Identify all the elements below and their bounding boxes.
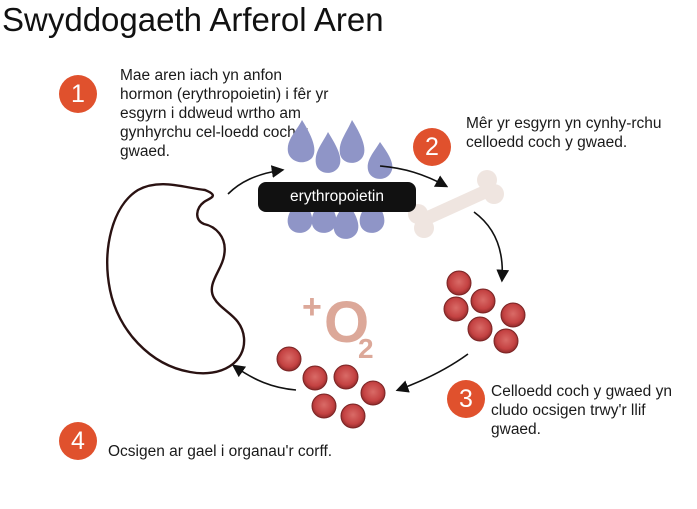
arrow-kidney-to-hormone: [227, 165, 285, 195]
blood-cell-icon: [302, 365, 328, 391]
oxygen-letter: O: [324, 290, 370, 355]
step-1-badge: 1: [59, 75, 97, 113]
blood-cell-icon: [443, 296, 469, 322]
blood-cell-icon: [340, 403, 366, 429]
oxygen-symbol: + O 2: [298, 290, 388, 370]
hormone-drops-icon: [287, 120, 393, 239]
step-2-badge: 2: [413, 128, 451, 166]
arrow-hormone-to-bone: [379, 165, 449, 188]
step-4-badge: 4: [59, 422, 97, 460]
blood-cell-icon: [470, 288, 496, 314]
step-1-text: Mae aren iach yn anfon hormon (erythropo…: [120, 67, 329, 160]
oxygen-plus: +: [302, 288, 322, 326]
blood-cell-icon: [446, 270, 472, 296]
blood-cell-icon: [467, 316, 493, 342]
blood-cell-cluster-left: [276, 346, 386, 429]
bone-icon: [408, 170, 504, 238]
blood-cell-icon: [311, 393, 337, 419]
step-3-text: Celloedd coch y gwaed yn cludo ocsigen t…: [491, 383, 672, 438]
blood-cell-icon: [493, 328, 519, 354]
hormone-label: erythropoietin: [258, 182, 416, 212]
oxygen-subscript: 2: [358, 333, 374, 364]
blood-cell-icon: [333, 364, 359, 390]
arrow-bone-to-cells: [473, 211, 510, 283]
blood-cell-icon: [276, 346, 302, 372]
page-title: Swyddogaeth Arferol Aren: [2, 1, 384, 38]
step-4-text: Ocsigen ar gael i organau'r corff.: [108, 443, 333, 460]
blood-cell-icon: [500, 302, 526, 328]
blood-cell-cluster-right: [443, 270, 526, 354]
step-3-badge: 3: [447, 380, 485, 418]
step-2-text: Mêr yr esgyrn yn cynhy-rchu celloedd coc…: [466, 115, 662, 151]
blood-cell-icon: [360, 380, 386, 406]
kidney-icon: [106, 183, 246, 375]
arrow-oxygen-to-kidney: [231, 364, 297, 391]
arrow-cells-to-oxygen: [395, 353, 469, 393]
